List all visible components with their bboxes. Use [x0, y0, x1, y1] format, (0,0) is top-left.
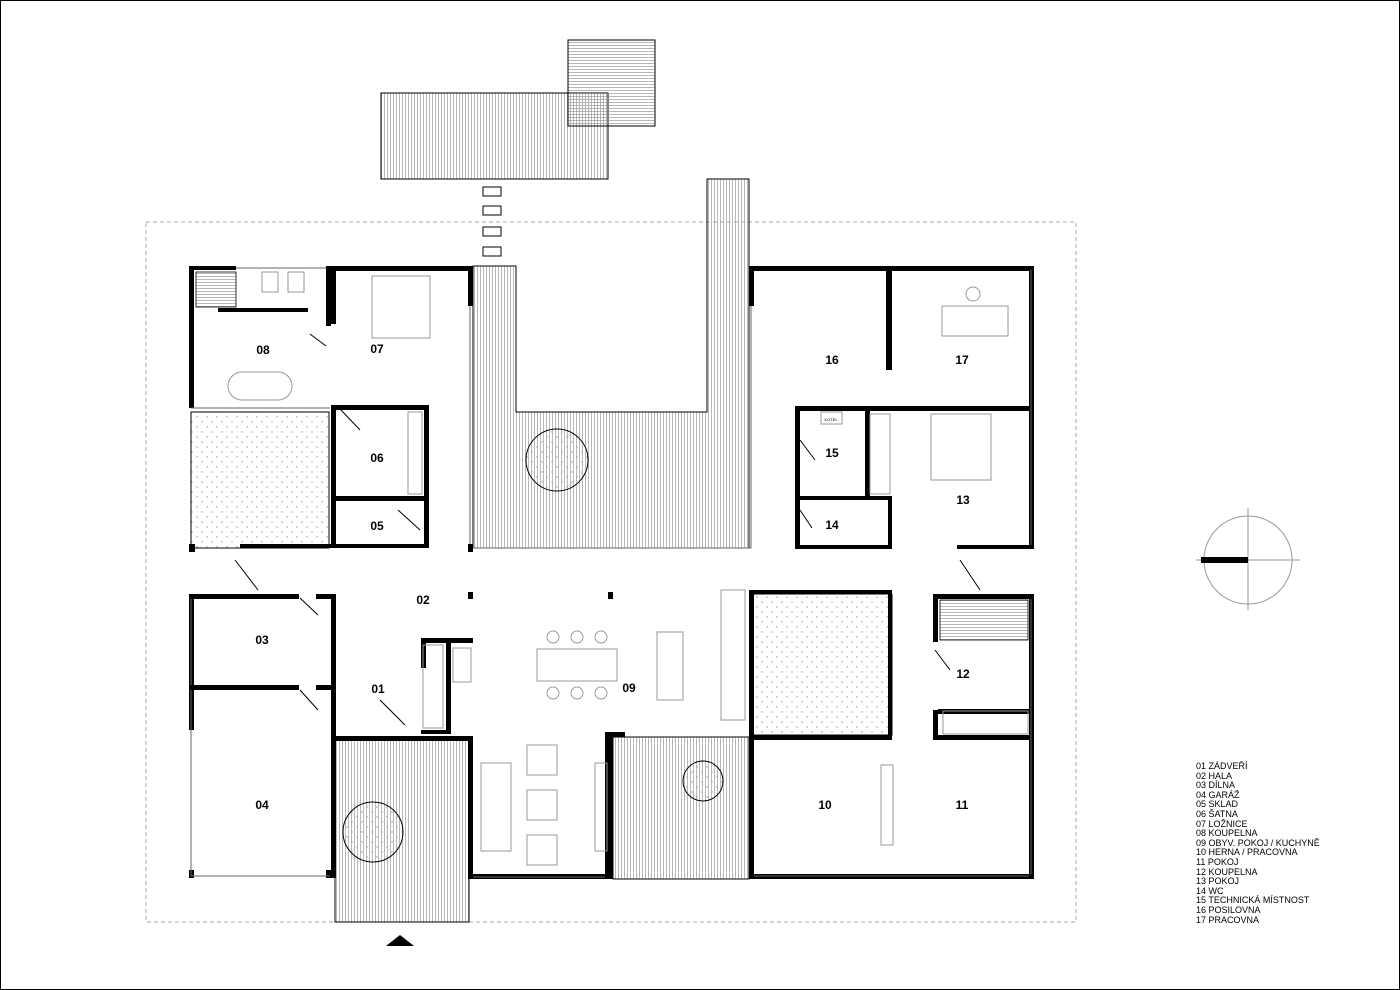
boiler-label: KOTEL	[824, 417, 838, 422]
furniture	[195, 271, 1029, 866]
site-boundary	[145, 221, 1077, 923]
central-tree	[525, 428, 589, 492]
room-label-07: 07	[370, 342, 384, 356]
room-label-01: 01	[371, 682, 385, 696]
room-label-11: 11	[956, 798, 969, 812]
legend-item: 17 PRACOVNA	[1196, 914, 1260, 925]
legend-item: 14 WC	[1196, 885, 1224, 896]
legend-item: 05 SKLAD	[1196, 799, 1239, 810]
room-label-09: 09	[622, 681, 636, 695]
entrance-tree	[342, 801, 404, 863]
room-label-14: 14	[825, 518, 839, 532]
legend-item: 02 HALA	[1196, 770, 1233, 781]
legend-item: 07 LOŽNICE	[1196, 818, 1248, 829]
central-deck	[472, 178, 750, 549]
room-label-06: 06	[370, 451, 384, 465]
room-label-03: 03	[255, 633, 269, 647]
legend-item: 11 POKOJ	[1196, 856, 1239, 867]
legend-item: 12 KOUPELNA	[1196, 866, 1258, 877]
south-deck	[612, 736, 750, 880]
legend-item: 10 HERNA / PRACOVNA	[1196, 847, 1298, 858]
east-courtyard	[752, 593, 893, 736]
glazing	[190, 267, 1032, 878]
entrance-arrow-icon	[386, 935, 414, 946]
stepping-stones	[482, 186, 502, 257]
legend-item: 15 TECHNICKÁ MÍSTNOST	[1196, 895, 1310, 906]
legend-item: 09 OBYV. POKOJ / KUCHYNĚ	[1196, 837, 1320, 848]
room-label-05: 05	[370, 519, 384, 533]
legend-item: 16 POSILOVNA	[1196, 904, 1261, 915]
shed-roof	[567, 39, 656, 127]
room-label-02: 02	[416, 593, 430, 607]
room-label-15: 15	[825, 446, 839, 460]
west-courtyard	[190, 411, 330, 549]
room-legend: 01 ZÁDVEŘÍ 02 HALA 03 DÍLNA 04 GARÁŽ 05 …	[1196, 761, 1320, 925]
room-label-16: 16	[825, 353, 839, 367]
room-label-13: 13	[956, 493, 970, 507]
room-label-08: 08	[256, 343, 270, 357]
walls	[189, 266, 1034, 879]
south-tree	[682, 760, 724, 802]
room-label-17: 17	[955, 353, 969, 367]
legend-item: 08 KOUPELNA	[1196, 828, 1258, 839]
legend-item: 06 ŠATNA	[1196, 808, 1238, 819]
legend-item: 13 POKOJ	[1196, 876, 1240, 887]
room-labels: 01 02 03 04 05 06 07 08 09 10 11 12 13 1…	[255, 342, 970, 812]
room-label-12: 12	[956, 667, 970, 681]
room-label-10: 10	[818, 798, 832, 812]
legend-item: 03 DÍLNA	[1196, 780, 1236, 791]
north-arrow-icon	[1196, 508, 1300, 610]
legend-item: 01 ZÁDVEŘÍ	[1196, 761, 1248, 771]
room-label-04: 04	[255, 798, 269, 812]
legend-item: 04 GARÁŽ	[1196, 789, 1240, 800]
